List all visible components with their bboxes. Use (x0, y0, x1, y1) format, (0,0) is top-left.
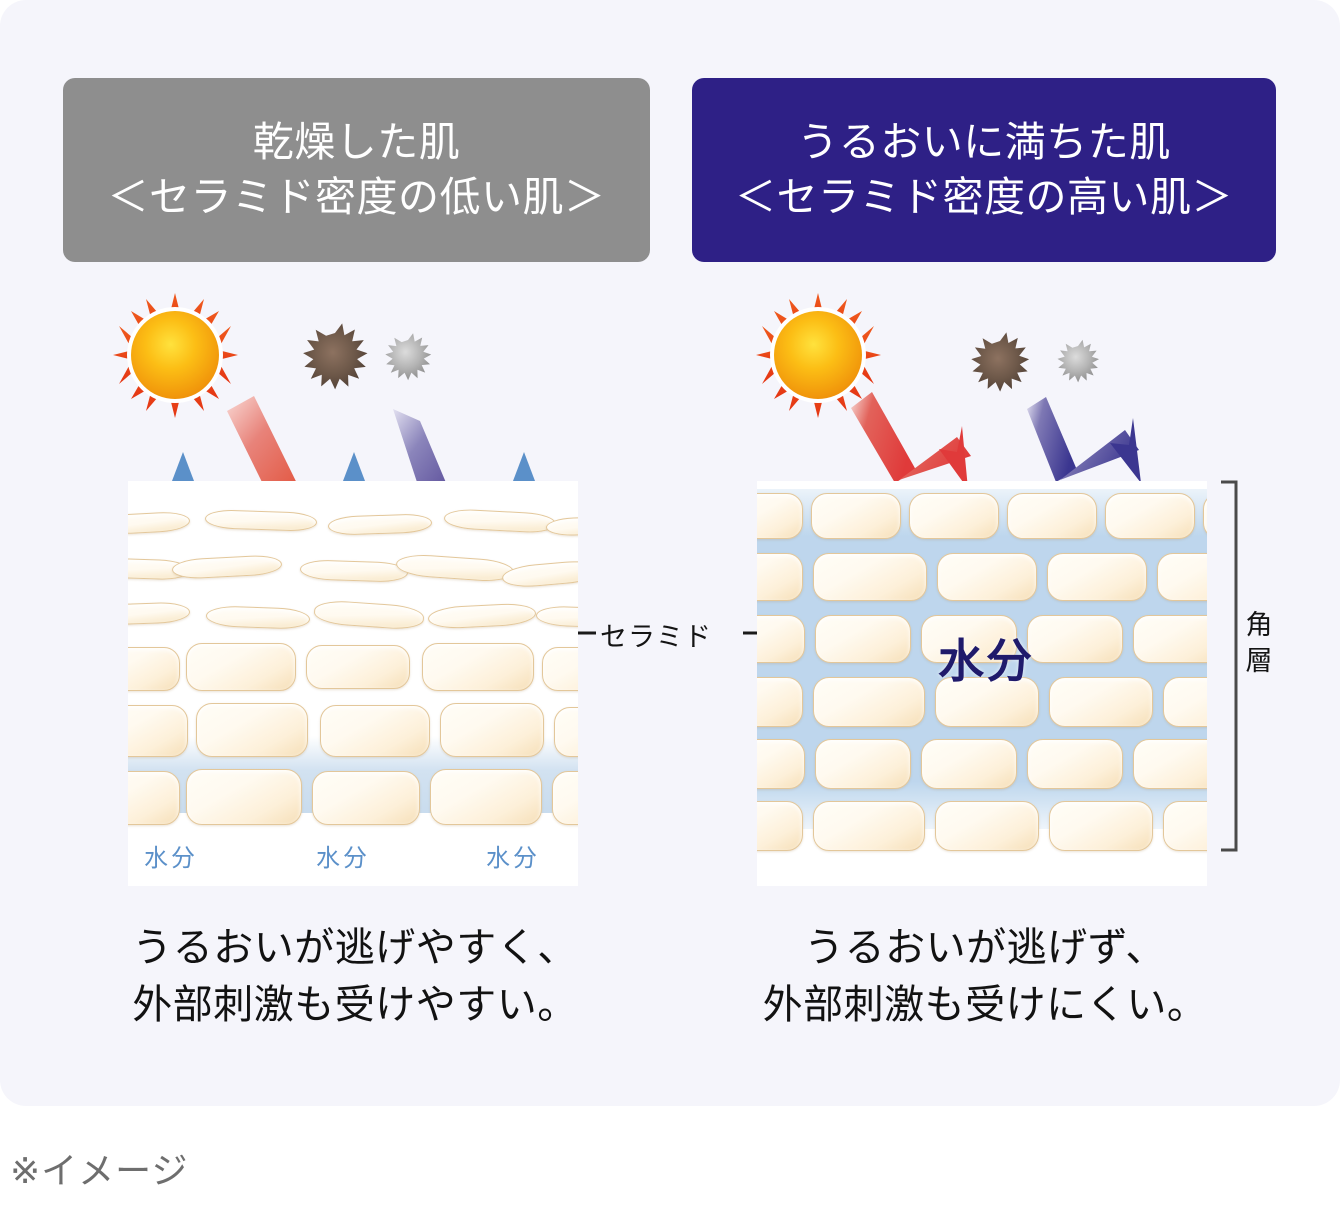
corneocyte-cell (811, 493, 901, 539)
panel-dry-skin (128, 481, 578, 886)
corneocyte-cell (395, 552, 515, 584)
corneocyte-cell (1007, 493, 1097, 539)
corneocyte-cell (815, 739, 911, 789)
corneocyte-cell (128, 705, 188, 757)
corneocyte-cell (937, 553, 1037, 601)
corneocyte-cell (909, 493, 999, 539)
stratum-corneum-char-2: 層 (1245, 645, 1273, 676)
header-dry-line1: 乾燥した肌 (252, 119, 461, 166)
corneocyte-cell (757, 801, 803, 851)
corneocyte-cell (427, 602, 537, 630)
corneocyte-cell (1157, 553, 1207, 601)
corneocyte-cell (299, 559, 409, 583)
corneocyte-cell (1027, 739, 1123, 789)
corneocyte-cell (1027, 615, 1123, 663)
corneocyte-cell (422, 643, 534, 691)
corneocyte-cell (921, 739, 1017, 789)
corneocyte-cell (813, 677, 925, 727)
caption-dry-line1: うるおいが逃げやすく、 (132, 926, 578, 970)
corneocyte-cell (128, 771, 180, 825)
header-moist-line1: うるおいに満ちた肌 (797, 119, 1171, 166)
caption-dry-skin: うるおいが逃げやすく、 外部刺激も受けやすい。 (100, 920, 610, 1034)
corneocyte-cell (128, 647, 180, 691)
header-moist-line2: ＜セラミド密度の高い肌＞ (735, 174, 1233, 220)
corneocyte-cell (1133, 739, 1207, 789)
corneocyte-cell (186, 643, 296, 691)
corneocyte-cell (1049, 801, 1153, 851)
corneocyte-cell (430, 769, 542, 825)
corneocyte-cell (757, 677, 803, 727)
corneocyte-cell (1105, 493, 1195, 539)
corneocyte-cell (757, 493, 803, 539)
corneocyte-cell (128, 601, 191, 626)
caption-dry-line2: 外部刺激も受けやすい。 (132, 982, 578, 1027)
header-pill-moist-skin: うるおいに満ちた肌 ＜セラミド密度の高い肌＞ (692, 78, 1276, 262)
header-dry-line2: ＜セラミド密度の低い肌＞ (107, 174, 606, 220)
stratum-corneum-label: 角 層 (1243, 608, 1275, 680)
corneocyte-cell (1163, 801, 1207, 851)
corneocyte-cell (443, 508, 557, 534)
caption-moist-skin: うるおいが逃げず、 外部刺激も受けにくい。 (730, 920, 1240, 1034)
corneocyte-cell (813, 801, 925, 851)
corneocyte-cell (757, 739, 805, 789)
corneocyte-cell (757, 615, 805, 663)
moisture-label-left-2: 水分 (316, 845, 370, 872)
stratum-corneum-char-1: 角 (1245, 610, 1273, 640)
corneocyte-cell (815, 615, 911, 663)
moisture-label-left-1: 水分 (144, 845, 198, 872)
caption-moist-line1: うるおいが逃げず、 (804, 926, 1166, 970)
corneocyte-cell (921, 615, 1017, 663)
corneocyte-cell (171, 554, 283, 580)
corneocyte-cell (554, 707, 578, 757)
panel-moist-skin (757, 481, 1207, 886)
corneocyte-cell (313, 599, 425, 631)
corneocyte-cell (196, 703, 308, 757)
corneocyte-cell (128, 510, 191, 536)
corneocyte-cell (1133, 615, 1207, 663)
corneocyte-cell (501, 558, 578, 590)
corneocyte-cell (1049, 677, 1153, 727)
droplet-moisture-label: 水分 (938, 635, 1034, 687)
moisture-label-left-3: 水分 (486, 845, 540, 872)
corneocyte-cell (552, 771, 578, 825)
corneocyte-cell (535, 605, 578, 629)
corneocyte-cell (205, 605, 311, 630)
corneocyte-cell (204, 509, 318, 532)
corneocyte-cell (813, 553, 927, 601)
corneocyte-cell (757, 553, 803, 601)
image-disclaimer-note: ※イメージ (10, 1150, 189, 1191)
corneocyte-cell (1163, 677, 1207, 727)
corneocyte-cell (320, 705, 430, 757)
corneocyte-cell (327, 513, 433, 536)
corneocyte-cell (1047, 553, 1147, 601)
header-pill-dry-skin: 乾燥した肌 ＜セラミド密度の低い肌＞ (63, 78, 650, 262)
corneocyte-cell (935, 677, 1039, 727)
corneocyte-cell (440, 703, 544, 757)
corneocyte-cell (542, 647, 578, 691)
corneocyte-cell (306, 645, 410, 689)
corneocyte-cell (935, 801, 1039, 851)
ceramide-annotation-label: セラミド (600, 622, 712, 652)
corneocyte-cell (312, 771, 420, 825)
caption-moist-line2: 外部刺激も受けにくい。 (762, 982, 1208, 1027)
corneocyte-cell (186, 769, 302, 825)
